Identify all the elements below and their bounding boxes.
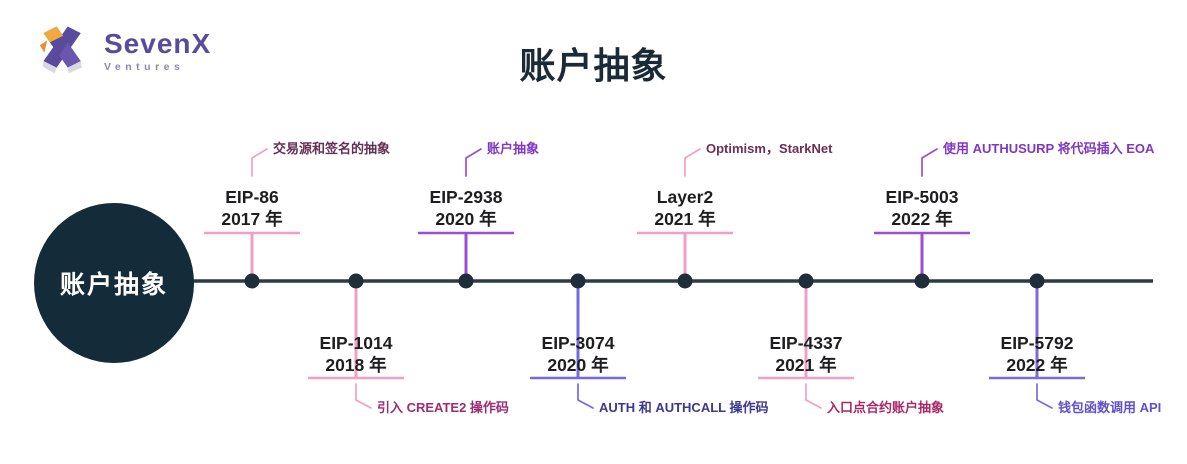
sevenx-x-icon [39,26,82,74]
timeline-dot [1029,273,1045,289]
item-callout [577,383,594,409]
logo-name: SevenX [104,28,212,59]
logo-subtitle: Ventures [104,61,185,73]
item-callout [921,148,938,177]
timeline-dot [677,273,693,289]
item-callout [805,383,822,409]
sevenx-logo: SevenX Ventures [34,20,211,76]
hub-circle: 账户抽象 [34,203,194,363]
item-callout [465,148,482,177]
timeline-dot [348,273,364,289]
timeline-dot [244,273,260,289]
timeline-dot [914,273,930,289]
item-callout [251,148,268,177]
timeline-dot [458,273,474,289]
logo-wordmark: SevenX Ventures [104,28,212,74]
page-title: 账户抽象 [519,45,668,86]
hub-label: 账户抽象 [59,271,168,299]
item-callout [684,148,701,177]
timeline-dot [798,273,814,289]
item-callout [1036,383,1053,409]
timeline-dot [570,273,586,289]
item-callout [355,383,372,409]
